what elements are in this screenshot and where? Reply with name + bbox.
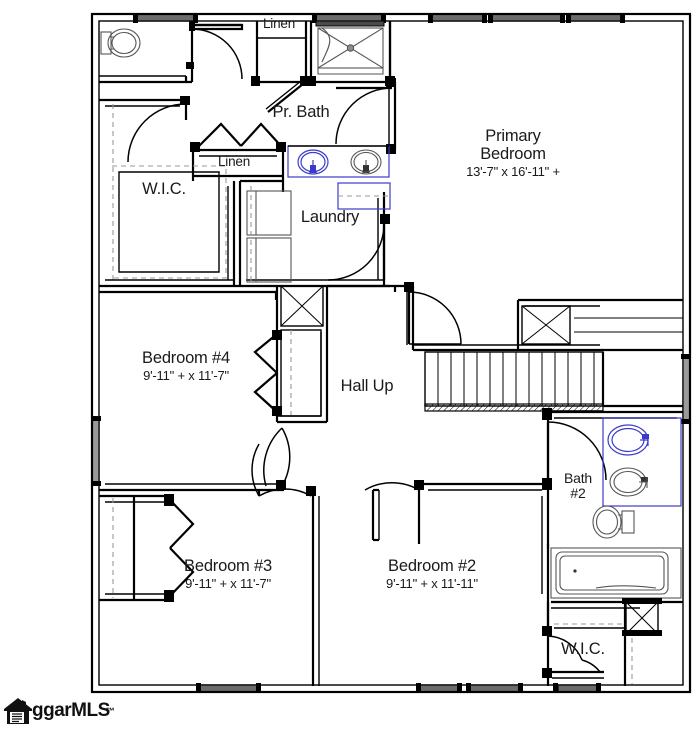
staircase [424, 351, 683, 490]
water-closet-room [99, 21, 244, 84]
tub-bath2 [550, 547, 682, 599]
bedroom-3-walls [99, 443, 320, 686]
stair-closet [516, 298, 683, 350]
linen-closet-upper [251, 21, 311, 113]
bath-2-room [542, 408, 683, 609]
wic-bedroom2-walls [542, 598, 662, 686]
sink-bath2-upper [607, 424, 649, 456]
primary-bath-vanity [287, 145, 390, 178]
mls-watermark: ggarMLS ™ [2, 694, 122, 728]
windows-left-wall [91, 416, 101, 486]
windows-bottom-wall [196, 683, 601, 693]
primary-bath-walls [335, 21, 397, 154]
windows-top-wall [133, 13, 625, 23]
linen-closet-lower [190, 122, 286, 181]
bedroom-2-walls [364, 480, 550, 686]
wic-primary-walls [99, 96, 240, 288]
mls-watermark-trademark: ™ [105, 706, 115, 716]
toilet-bath2 [592, 505, 635, 539]
bedroom-4-walls [99, 285, 329, 492]
sink-primary-left [297, 149, 329, 175]
sink-bath2-lower [609, 467, 648, 497]
shower-primary-bath [306, 20, 395, 86]
laundry-room [238, 179, 391, 288]
toilet-primary-bath [100, 28, 141, 58]
hall-walls [327, 284, 397, 292]
sink-primary-right [350, 149, 382, 175]
mls-watermark-text: ggarMLS [32, 700, 110, 721]
windows-right-wall [681, 354, 691, 424]
primary-bedroom-walls [395, 282, 683, 352]
house-with-document-icon [4, 698, 32, 724]
